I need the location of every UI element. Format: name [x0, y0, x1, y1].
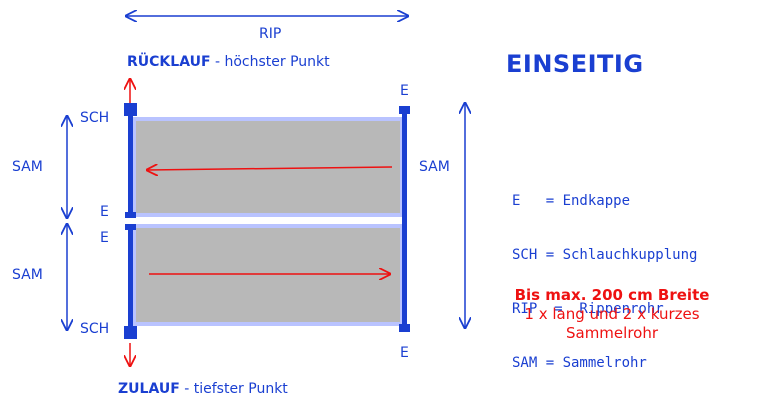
- e-label-bottom-right: E: [400, 345, 409, 361]
- coupling-top: [124, 103, 137, 116]
- width-note: Bis max. 200 cm Breite 1 x lang und 2 x …: [466, 286, 758, 343]
- note-line-2: 1 x lang und 2 x kurzes: [524, 305, 700, 323]
- ruecklauf-label: RÜCKLAUF - höchster Punkt: [127, 55, 330, 69]
- note-line-1: Bis max. 200 cm Breite: [514, 286, 710, 304]
- sam-label-left-top: SAM: [12, 159, 43, 175]
- legend-item: SCH = Schlauchkupplung: [512, 247, 698, 263]
- e-label-top-right: E: [400, 83, 409, 99]
- rip-label: RIP: [259, 26, 282, 42]
- zulauf-bold: ZULAUF: [118, 381, 180, 397]
- zulauf-rest: - tiefster Punkt: [179, 381, 288, 397]
- flow-arrow-upper: [147, 167, 393, 170]
- sch-label-top: SCH: [80, 110, 110, 126]
- ruecklauf-rest: - höchster Punkt: [210, 54, 330, 70]
- sam-label-right: SAM: [419, 159, 450, 175]
- note-line-3: Sammelrohr: [565, 324, 659, 342]
- sam-label-left-bottom: SAM: [12, 267, 43, 283]
- endcap-bottom-right: [399, 324, 410, 332]
- legend: E = Endkappe SCH = Schlauchkupplung RIP …: [512, 156, 697, 408]
- endcap-mid-upper: [125, 212, 136, 218]
- legend-item: RIP = Rippenrohr: [512, 301, 664, 317]
- sch-label-bottom: SCH: [80, 321, 110, 337]
- legend-item: SAM = Sammelrohr: [512, 355, 647, 371]
- coupling-bottom: [124, 326, 137, 339]
- left-collector-upper: [128, 110, 133, 218]
- legend-item: E = Endkappe: [512, 193, 631, 209]
- endcap-mid-lower: [125, 224, 136, 230]
- ruecklauf-bold: RÜCKLAUF: [127, 54, 211, 70]
- endcap-top-right: [399, 106, 410, 114]
- diagram-title: EINSEITIG: [506, 50, 644, 78]
- zulauf-label: ZULAUF - tiefster Punkt: [118, 382, 288, 396]
- e-label-mid-lower: E: [100, 230, 109, 246]
- right-collector: [402, 110, 407, 330]
- left-collector-lower: [128, 224, 133, 332]
- e-label-mid-upper: E: [100, 204, 109, 220]
